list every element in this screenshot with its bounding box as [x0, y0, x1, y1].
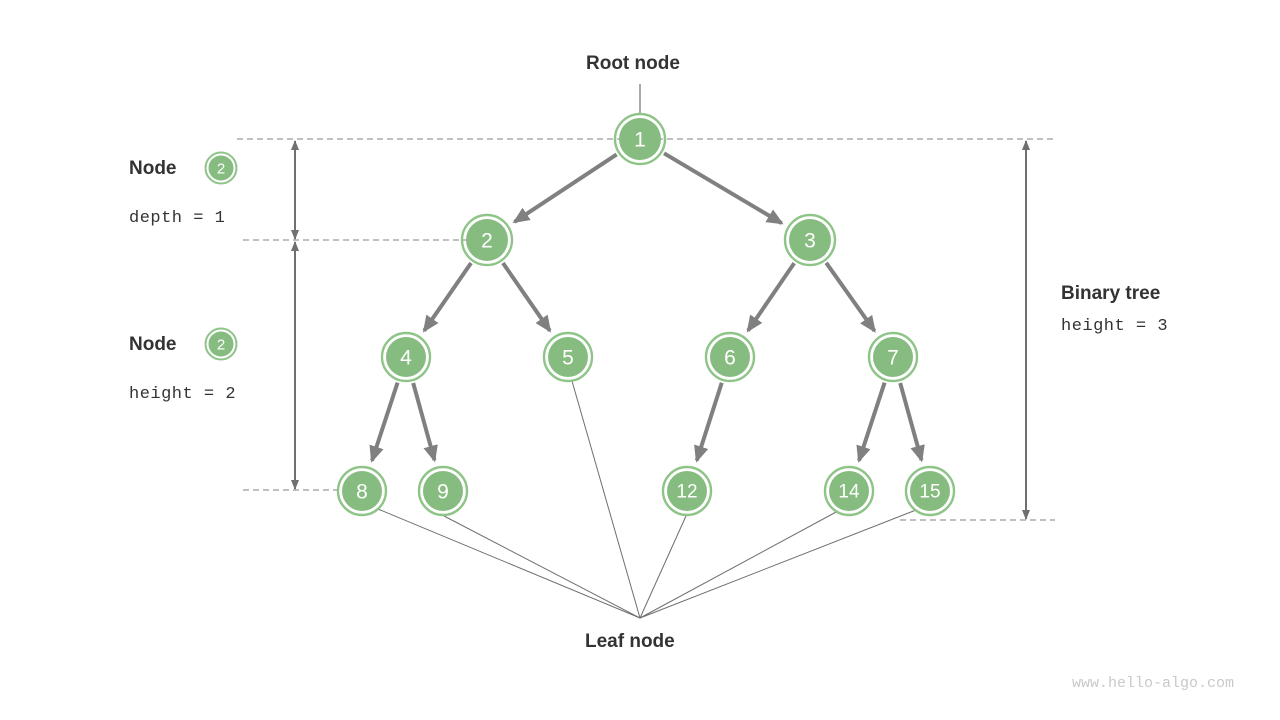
annotation-node-height-title: Node [129, 334, 177, 355]
annotation-node-depth-detail: depth = 1 [129, 209, 226, 228]
annotation-badges: 2 2 [204, 151, 238, 361]
leaf-leader-8 [377, 508, 641, 619]
tree-node-fill [466, 219, 508, 261]
tree-node[interactable]: 5 [542, 331, 594, 383]
tree-node-value: 7 [887, 347, 899, 370]
tree-node-ring [904, 465, 956, 517]
tree-node-fill [910, 471, 950, 511]
tree-node[interactable]: 1 [613, 112, 667, 166]
tree-node-fill [386, 337, 426, 377]
badge-node-height-value: 2 [217, 337, 225, 354]
tree-node[interactable]: 12 [661, 465, 713, 517]
tree-edges [369, 151, 925, 463]
tree-node-value: 6 [724, 347, 736, 370]
tree-edge [512, 152, 618, 224]
tree-node-ring [867, 331, 919, 383]
tree-node-ring [417, 465, 469, 517]
tree-node[interactable]: 4 [380, 331, 432, 383]
tree-node-fill [548, 337, 588, 377]
tree-node-ring [823, 465, 875, 517]
tree-node[interactable]: 9 [417, 465, 469, 517]
tree-node-fill [710, 337, 750, 377]
tree-node-value: 12 [676, 482, 697, 503]
tree-node[interactable]: 7 [867, 331, 919, 383]
tree-edge [501, 261, 552, 333]
tree-node[interactable]: 15 [904, 465, 956, 517]
annotation-tree-height-title: Binary tree [1061, 283, 1161, 304]
tree-node-ring [613, 112, 667, 166]
badge-node-height: 2 [204, 327, 238, 361]
leaf-leader-14 [639, 510, 839, 619]
tree-node[interactable]: 2 [460, 213, 514, 267]
root-node-label: Root node [586, 53, 680, 74]
tree-node-value: 3 [804, 230, 816, 253]
tree-node-ring [661, 465, 713, 517]
tree-node-fill [342, 471, 382, 511]
annotation-node-depth-title: Node [129, 158, 177, 179]
tree-node-value: 1 [634, 129, 646, 152]
tree-edge [663, 151, 784, 225]
badge-node-depth: 2 [204, 151, 238, 185]
leaf-leader-lines [377, 380, 917, 619]
tree-node-value: 2 [481, 230, 493, 253]
tree-node-value: 8 [356, 481, 368, 504]
tree-edge [746, 261, 796, 333]
tree-node-value: 4 [400, 347, 412, 370]
measure-arrows [291, 140, 1030, 520]
tree-node-fill [873, 337, 913, 377]
annotation-tree-height-detail: height = 3 [1061, 317, 1169, 336]
tree-edge [898, 382, 925, 463]
tree-node[interactable]: 14 [823, 465, 875, 517]
tree-node-fill [619, 118, 661, 160]
tree-node-value: 5 [562, 347, 574, 370]
tree-node-fill [789, 219, 831, 261]
tree-edge [856, 382, 887, 463]
tree-edge [369, 382, 400, 463]
tree-node-value: 9 [437, 481, 449, 504]
tree-node-ring [542, 331, 594, 383]
tree-node-value: 15 [919, 482, 940, 503]
tree-node-ring [380, 331, 432, 383]
tree-edge [422, 261, 473, 333]
tree-node-ring [336, 465, 388, 517]
tree-node-ring [704, 331, 756, 383]
tree-node[interactable]: 6 [704, 331, 756, 383]
tree-node[interactable]: 3 [783, 213, 837, 267]
tree-node-fill [829, 471, 869, 511]
guide-lines [237, 138, 1055, 521]
tree-node-value: 14 [838, 482, 860, 503]
annotation-node-height-detail: height = 2 [129, 385, 237, 404]
tree-node-ring [460, 213, 514, 267]
tree-node-fill [423, 471, 463, 511]
leaf-leader-9 [443, 515, 641, 619]
tree-edge [411, 382, 438, 463]
leaf-leader-12 [639, 515, 687, 619]
tree-node[interactable]: 8 [336, 465, 388, 517]
tree-edge [824, 261, 877, 333]
watermark: www.hello-algo.com [1072, 675, 1235, 692]
leaf-leader-5 [571, 380, 641, 619]
badge-node-depth-value: 2 [217, 161, 225, 178]
tree-node-ring [783, 213, 837, 267]
leaf-node-label: Leaf node [585, 631, 675, 652]
tree-node-fill [667, 471, 707, 511]
tree-edge [694, 382, 724, 463]
leaf-leader-15 [639, 509, 917, 619]
